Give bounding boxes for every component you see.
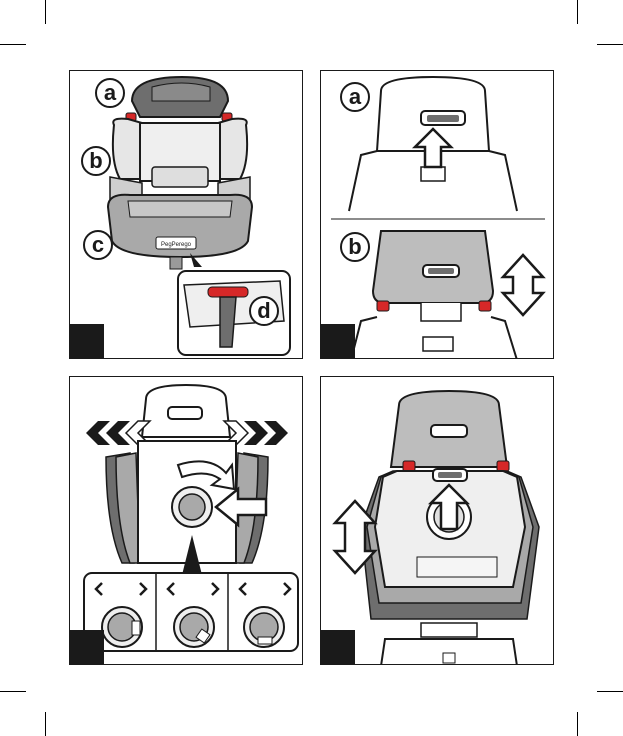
double-arrow-vertical-icon (503, 255, 543, 315)
label-c: c (92, 232, 104, 257)
label-a: a (104, 80, 117, 105)
step-marker (70, 630, 104, 664)
crop-mark (597, 44, 623, 45)
crop-mark (0, 44, 26, 45)
label-b: b (348, 234, 361, 259)
panel-headrest-adjust: a b (320, 70, 554, 359)
panel-back-height (320, 376, 554, 665)
step-marker (70, 324, 104, 358)
step-marker (321, 324, 355, 358)
headrest-adjust-illustration: a b (321, 71, 554, 359)
crop-mark (45, 712, 46, 736)
panel-seat-overview: PegPerego a b c d (69, 70, 303, 359)
label-d: d (257, 298, 270, 323)
back-height-illustration (321, 377, 554, 665)
crop-mark (45, 0, 46, 24)
label-b: b (89, 148, 102, 173)
label-a: a (349, 84, 362, 109)
step-marker (321, 630, 355, 664)
crop-mark (597, 691, 623, 692)
panel-width-adjust (69, 376, 303, 665)
seat-overview-illustration: PegPerego a b c d (70, 71, 303, 359)
width-adjust-illustration (70, 377, 303, 665)
crop-mark (577, 0, 578, 24)
crop-mark (0, 691, 26, 692)
brand-text: PegPerego (161, 242, 192, 248)
crop-mark (577, 712, 578, 736)
